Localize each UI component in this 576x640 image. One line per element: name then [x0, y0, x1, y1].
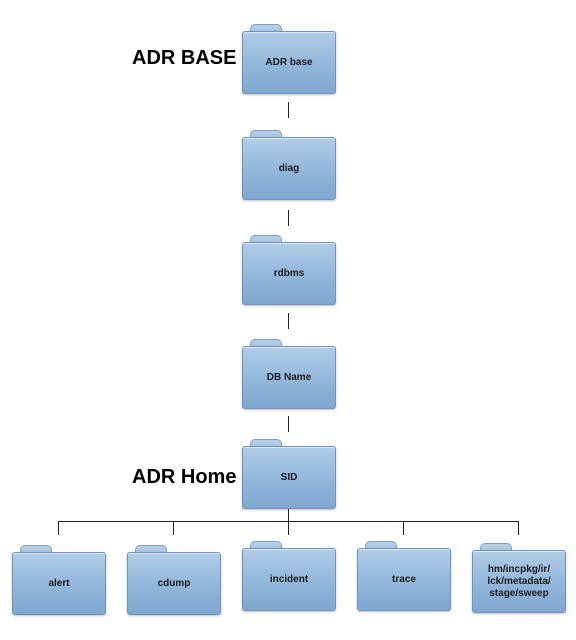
folder-label: SID: [280, 471, 298, 483]
folder-diag[interactable]: diag: [242, 130, 336, 200]
folder-label: incident: [269, 573, 309, 585]
folder-incident[interactable]: incident: [242, 541, 336, 611]
connector-line: [518, 521, 519, 535]
adr-home-label: ADR Home: [132, 466, 237, 488]
folder-label: alert: [48, 577, 70, 589]
folder-label: DB Name: [266, 371, 312, 383]
connector-line: [288, 210, 289, 226]
folder-rdbms[interactable]: rdbms: [242, 235, 336, 305]
folder-label: rdbms: [273, 267, 305, 279]
folder-trace[interactable]: trace: [357, 541, 451, 611]
connector-line: [288, 102, 289, 118]
connector-line: [288, 313, 289, 329]
folder-label: diag: [278, 162, 300, 174]
connector-line: [173, 521, 174, 535]
connector-line: [288, 521, 289, 535]
folder-sid[interactable]: SID: [242, 439, 336, 509]
connector-line: [288, 509, 289, 521]
folder-label: trace: [392, 573, 416, 585]
adr-base-label: ADR BASE: [132, 47, 237, 69]
folder-cdump[interactable]: cdump: [127, 545, 221, 615]
connector-line: [403, 521, 404, 535]
folder-db-name[interactable]: DB Name: [242, 339, 336, 409]
connector-line: [58, 521, 59, 535]
folder-other[interactable]: hm/incpkg/ir/ lck/metadata/ stage/sweep: [472, 543, 566, 613]
folder-label: cdump: [157, 577, 191, 589]
folder-alert[interactable]: alert: [12, 545, 106, 615]
connector-line: [288, 416, 289, 432]
folder-adr-base[interactable]: ADR base: [242, 24, 336, 94]
folder-label: ADR base: [265, 56, 313, 68]
folder-label: hm/incpkg/ir/ lck/metadata/ stage/sweep: [487, 563, 551, 599]
